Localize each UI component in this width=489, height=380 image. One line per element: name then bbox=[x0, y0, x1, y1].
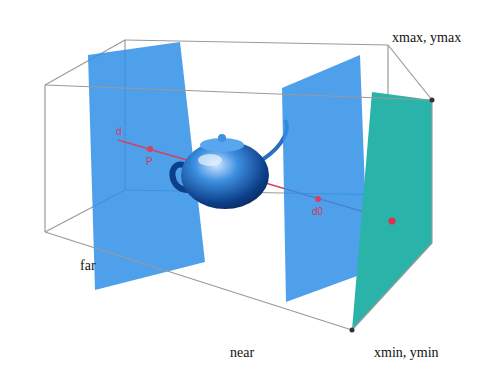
corner-label: xmin, ymin bbox=[374, 345, 439, 360]
plane-label: far bbox=[80, 258, 96, 273]
ray-label: d bbox=[116, 126, 122, 137]
corner-label: xmax, ymax bbox=[392, 30, 461, 45]
plane-label: near bbox=[230, 345, 254, 360]
point-label: P bbox=[146, 156, 153, 167]
ray-label: d0 bbox=[312, 206, 323, 217]
